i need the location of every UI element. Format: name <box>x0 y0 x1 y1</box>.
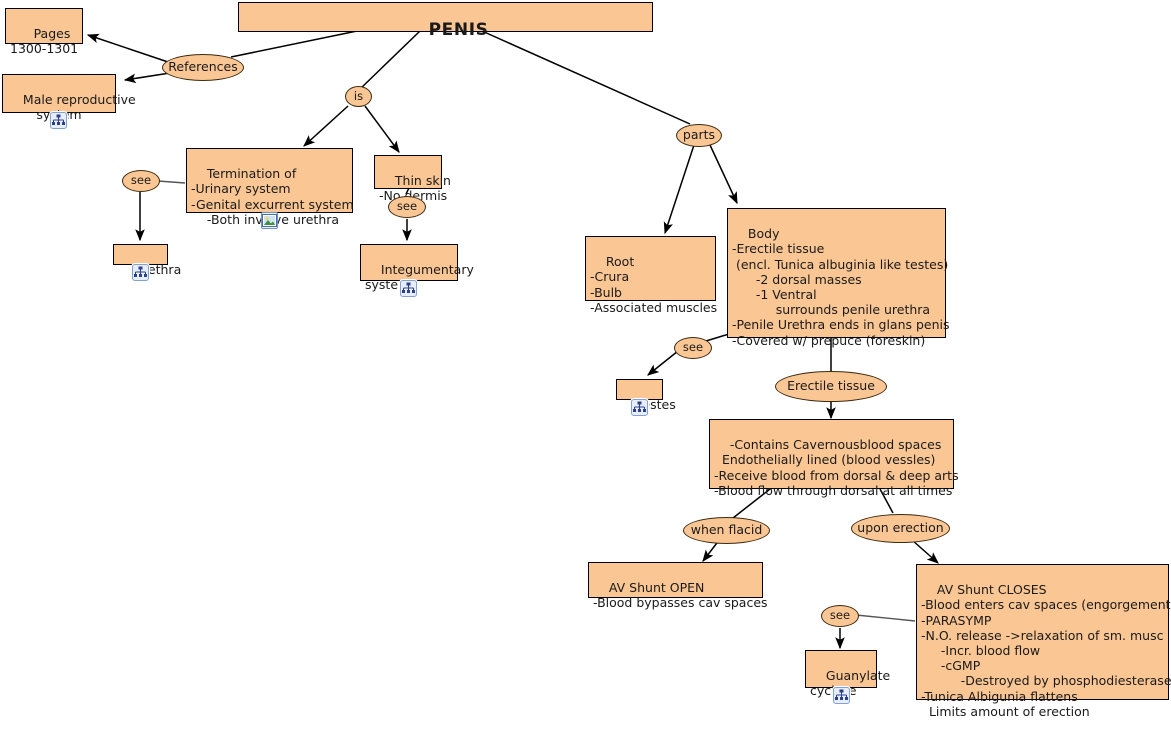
node-termination-of[interactable]: Termination of -Urinary system -Genital … <box>186 148 354 227</box>
node-cavernous-blood-spaces-label: -Contains Cavernousblood spaces Endothel… <box>714 437 959 498</box>
link-see-urethra-label: see <box>130 173 152 188</box>
node-av-shunt-closes[interactable]: AV Shunt CLOSES -Blood enters cav spaces… <box>916 564 1171 719</box>
edge-is-termination <box>303 105 349 147</box>
edge-upon-erection-av-closes <box>911 539 939 564</box>
node-thin-skin[interactable]: Thin skin -No dermis <box>374 155 451 203</box>
link-is[interactable]: is <box>345 86 372 107</box>
edge-av-closes-see <box>855 614 916 622</box>
link-see-guanylate[interactable]: see <box>821 605 859 627</box>
link-see-integumentary[interactable]: see <box>388 196 426 218</box>
node-body[interactable]: Body -Erectile tissue (encl. Tunica albu… <box>727 208 950 348</box>
node-urethra[interactable]: Urethra <box>113 244 181 277</box>
edge-penis-references <box>230 30 358 58</box>
link-upon-erection-label: upon erection <box>857 520 944 536</box>
edge-references-pages <box>86 33 172 64</box>
node-penis-label: PENIS <box>428 20 489 41</box>
node-testes[interactable]: Testes <box>616 379 676 412</box>
node-pages-label: Pages 1300-1301 <box>10 26 79 57</box>
concept-map-tree-icon[interactable] <box>132 264 149 281</box>
node-male-reproductive-system[interactable]: Male reproductive system <box>2 74 136 122</box>
link-see-integumentary-label: see <box>396 199 418 214</box>
link-erectile-tissue[interactable]: Erectile tissue <box>775 371 887 402</box>
node-body-label: Body -Erectile tissue (encl. Tunica albu… <box>732 226 950 348</box>
node-penis[interactable]: PENIS <box>238 2 653 39</box>
node-av-shunt-open[interactable]: AV Shunt OPEN -Blood bypasses cav spaces <box>588 562 768 610</box>
picture-icon[interactable] <box>261 212 278 229</box>
edge-body-see-testes <box>705 333 730 342</box>
link-parts-label: parts <box>682 127 716 143</box>
link-see-guanylate-label: see <box>829 608 851 623</box>
edge-parts-root <box>663 144 695 235</box>
link-parts[interactable]: parts <box>676 124 722 147</box>
link-see-testes-label: see <box>682 340 704 355</box>
concept-map-canvas: PENIS Pages 1300-1301 Male reproductive … <box>2 2 1171 719</box>
node-guanylate-cyclase[interactable]: Guanylate cyclase <box>805 650 890 698</box>
link-references[interactable]: References <box>162 54 244 81</box>
link-see-testes[interactable]: see <box>674 337 712 359</box>
link-upon-erection[interactable]: upon erection <box>851 514 950 543</box>
node-integumentary-system-label: Integumentary system <box>365 262 474 293</box>
concept-map-tree-icon[interactable] <box>631 399 648 416</box>
node-root[interactable]: Root -Crura -Bulb -Associated muscles <box>585 236 717 315</box>
concept-map-tree-icon[interactable] <box>833 687 850 704</box>
node-root-label: Root -Crura -Bulb -Associated muscles <box>590 254 718 315</box>
link-when-flacid[interactable]: when flacid <box>683 517 770 544</box>
concept-map-tree-icon[interactable] <box>400 280 417 297</box>
edge-see-testes <box>647 350 679 376</box>
edge-termination-see <box>157 180 186 184</box>
edge-is-thin-skin <box>364 105 400 153</box>
link-see-urethra[interactable]: see <box>122 170 160 192</box>
node-cavernous-blood-spaces[interactable]: -Contains Cavernousblood spaces Endothel… <box>709 419 959 498</box>
edge-penis-parts <box>481 30 691 125</box>
link-erectile-tissue-label: Erectile tissue <box>787 378 875 394</box>
node-guanylate-cyclase-label: Guanylate cyclase <box>810 668 891 698</box>
link-when-flacid-label: when flacid <box>690 522 763 538</box>
concept-map-tree-icon[interactable] <box>50 112 67 129</box>
node-av-shunt-closes-label: AV Shunt CLOSES -Blood enters cav spaces… <box>921 582 1171 719</box>
node-av-shunt-open-label: AV Shunt OPEN -Blood bypasses cav spaces <box>593 580 768 611</box>
node-male-reproductive-system-label: Male reproductive system <box>22 92 136 122</box>
link-is-label: is <box>353 88 364 103</box>
edge-parts-body <box>709 144 738 205</box>
link-references-label: References <box>168 59 238 75</box>
node-pages[interactable]: Pages 1300-1301 <box>5 8 83 56</box>
node-integumentary-system[interactable]: Integumentary system <box>360 244 474 292</box>
edge-references-male-reproductive <box>123 72 171 84</box>
